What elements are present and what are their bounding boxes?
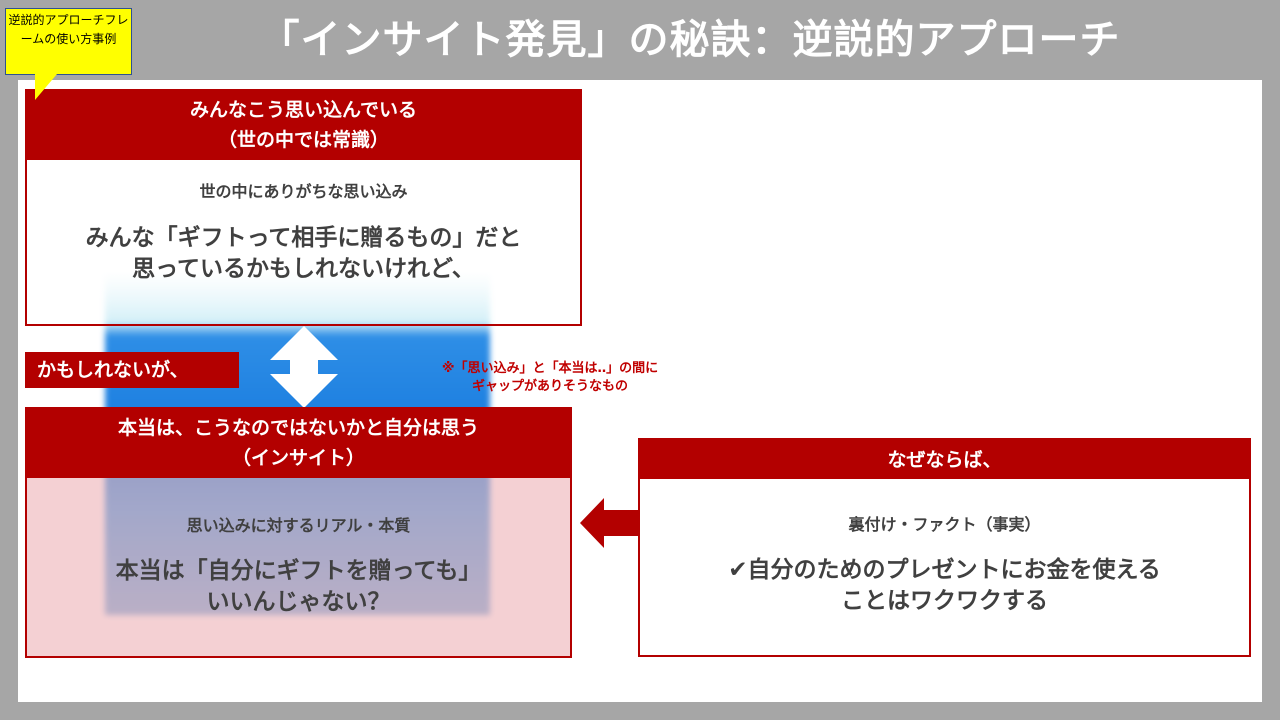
callout-tail: [35, 74, 57, 100]
insight-subtitle: 思い込みに対するリアル・本質: [186, 516, 411, 535]
gap-note: ※「思い込み」と「本当は‥」の間に ギャップがありそうなもの: [405, 360, 695, 396]
assumption-body: 世の中にありがちな思い込み みんな「ギフトって相手に贈るもの」だと 思っているか…: [27, 160, 580, 324]
assumption-subtitle: 世の中にありがちな思い込み: [199, 182, 408, 201]
assumption-box: みんなこう思い込んでいる （世の中では常識） 世の中にありがちな思い込み みんな…: [25, 89, 582, 326]
left-arrow-icon: [580, 498, 640, 548]
insight-header-line1: 本当は、こうなのではないかと自分は思う: [117, 417, 479, 439]
evidence-text-line2: ことはワクワクする: [841, 588, 1048, 614]
double-arrow-icon: [270, 326, 338, 408]
insight-text-line2: いいんじゃない？: [206, 589, 391, 615]
insight-header-line2: （インサイト）: [231, 447, 365, 469]
gap-note-line1: ※「思い込み」と「本当は‥」の間に: [441, 361, 659, 376]
evidence-subtitle: 裏付け・ファクト（事実）: [848, 515, 1041, 534]
callout-note: 逆説的アプローチフレームの使い方事例: [5, 8, 132, 75]
connector-label: かもしれないが、: [25, 352, 239, 388]
insight-body: 思い込みに対するリアル・本質 本当は「自分にギフトを贈っても」 いいんじゃない？: [27, 478, 570, 656]
evidence-text-line1: ✔自分のためのプレゼントにお金を使える: [728, 557, 1161, 583]
assumption-header: みんなこう思い込んでいる （世の中では常識）: [27, 91, 580, 160]
evidence-header: なぜならば、: [640, 440, 1249, 479]
assumption-header-line2: （世の中では常識）: [217, 129, 389, 151]
evidence-box: なぜならば、 裏付け・ファクト（事実） ✔自分のためのプレゼントにお金を使える …: [638, 438, 1251, 657]
insight-text-line1: 本当は「自分にギフトを贈っても」: [115, 558, 482, 584]
assumption-text-line2: 思っているかもしれないけれど、: [132, 256, 475, 282]
assumption-header-line1: みんなこう思い込んでいる: [189, 99, 418, 121]
insight-header: 本当は、こうなのではないかと自分は思う （インサイト）: [27, 409, 570, 478]
gap-note-line2: ギャップがありそうなもの: [471, 379, 628, 394]
slide-title: 「インサイト発見」の秘訣：逆説的アプローチ: [259, 17, 1121, 63]
assumption-text-line1: みんな「ギフトって相手に贈るもの」だと: [85, 225, 522, 251]
insight-box: 本当は、こうなのではないかと自分は思う （インサイト） 思い込みに対するリアル・…: [25, 407, 572, 658]
